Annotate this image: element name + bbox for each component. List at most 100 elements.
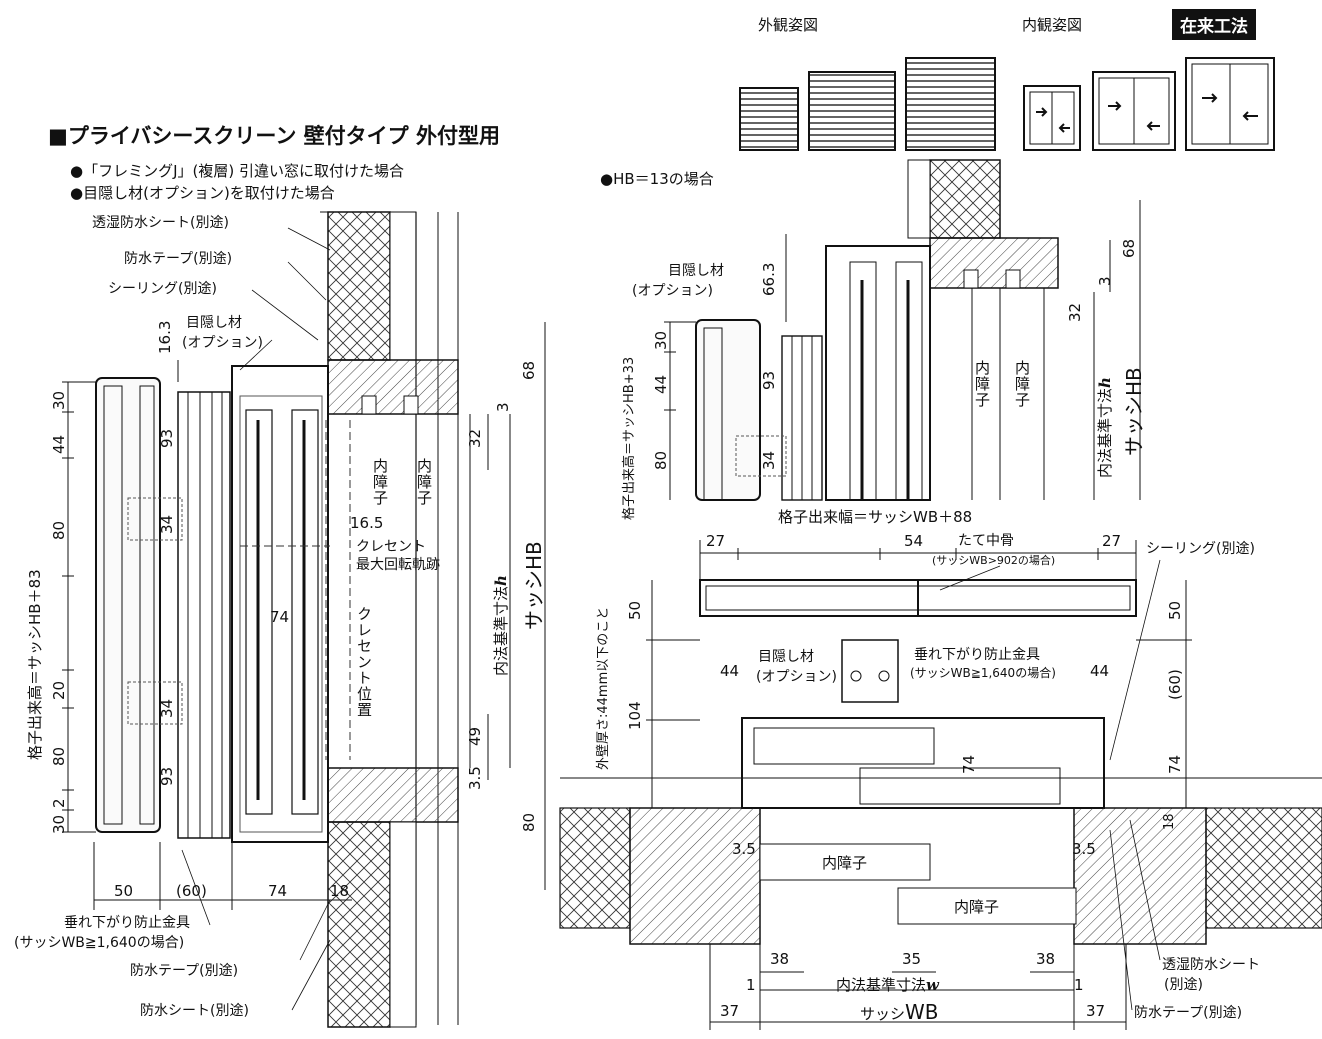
rb-label-width-formula: 格子出来幅＝サッシWB＋88 [778, 508, 973, 526]
dim-60: (60) [176, 882, 207, 900]
rb-dim-27-b: 27 [1102, 532, 1122, 550]
rt-label-screen-option-1: 目隠し材 [668, 263, 724, 279]
dim-34-a: 34 [158, 514, 176, 534]
rt-dim-44: 44 [652, 374, 670, 394]
rb-label-inner-sash-2: 内障子 [954, 898, 1000, 916]
rb-label-sag-fitting: 垂れ下がり防止金具 [914, 647, 1040, 663]
rb-label-mullion: たて中骨 [958, 533, 1014, 549]
dim-32: 32 [466, 428, 484, 448]
dim-50: 50 [114, 882, 134, 900]
dim-34-b: 34 [158, 698, 176, 718]
rb-label-tape: 防水テープ(別途) [1134, 1005, 1243, 1021]
rb-label-mullion-condition: (サッシWB>902の場合) [932, 554, 1056, 567]
right-top-vertical-section [664, 159, 1141, 501]
interior-view-label: 内観姿図 [1022, 16, 1083, 34]
dim-80-c: 80 [520, 812, 538, 832]
rb-label-moisture-sheet-1: 透湿防水シート [1162, 957, 1260, 973]
rb-label-sag-condition: (サッシWB≧1,640の場合) [910, 666, 1056, 680]
rb-label-screen-option-1: 目隠し材 [758, 649, 814, 665]
rt-dim-3: 3 [1096, 276, 1114, 286]
dim-44: 44 [50, 434, 68, 454]
label-sealing: シーリング(別途) [108, 281, 217, 297]
rb-dim-37-b: 37 [1086, 1002, 1106, 1020]
rb-label-sash-wb: サッシWB [860, 1000, 939, 1024]
rb-dim-74-b: 74 [1166, 754, 1184, 774]
label-crescent-2: 最大回転軌跡 [356, 557, 440, 573]
page-title: ■プライバシースクリーン 壁付タイプ 外付型用 [48, 124, 500, 148]
rb-dim-37-a: 37 [720, 1002, 740, 1020]
rt-dim-66-3: 66.3 [760, 262, 778, 296]
rb-label-moisture-sheet-2: (別途) [1164, 977, 1203, 993]
dim-74: 74 [270, 608, 290, 626]
rt-dim-93: 93 [760, 370, 778, 390]
label-inner-sash-1: 内障子 [371, 458, 389, 506]
rb-dim-74-a: 74 [960, 754, 978, 774]
label-sash-hb: サッシHB [522, 541, 546, 630]
rb-label-sealing: シーリング(別途) [1146, 541, 1255, 557]
rb-dim-104: 104 [626, 701, 644, 730]
dim-30-bottom: 30 [50, 814, 68, 834]
rb-dim-50-b: 50 [1166, 600, 1184, 620]
rb-dim-1-b: 1 [1074, 976, 1084, 994]
dim-16-3: 16.3 [156, 320, 174, 354]
rb-dim-38-b: 38 [1036, 950, 1056, 968]
dim-49: 49 [466, 726, 484, 746]
dim-68: 68 [520, 360, 538, 380]
note-left-1: ●「フレミングJ」(複層) 引違い窓に取付けた場合 [70, 162, 404, 180]
label-moisture-sheet: 透湿防水シート(別途) [92, 215, 229, 231]
rb-dim-60: (60) [1166, 669, 1184, 700]
dim-93-b: 93 [158, 766, 176, 786]
rt-label-inner-std: 内法基準寸法h [1096, 377, 1114, 478]
label-sag-fitting: 垂れ下がり防止金具 [64, 915, 190, 931]
rb-dim-44-a: 44 [720, 662, 740, 680]
rt-label-sash-hb: サッシHB [1122, 367, 1146, 456]
rb-dim-3-5-b: 3.5 [1072, 840, 1096, 858]
rb-dim-50-a: 50 [626, 600, 644, 620]
label-tape-top: 防水テープ(別途) [124, 251, 233, 267]
label-height-formula: 格子出来高＝サッシHB＋83 [26, 569, 44, 760]
rb-label-screen-option-2: (オプション) [756, 669, 837, 685]
dim-3-5: 3.5 [466, 766, 484, 790]
method-badge: 在来工法 [1172, 9, 1256, 40]
dim-2: 2 [50, 798, 68, 808]
rb-dim-1-a: 1 [746, 976, 756, 994]
rt-label-inner-sash-1: 内障子 [973, 360, 991, 408]
dim-93-a: 93 [158, 428, 176, 448]
rt-dim-32: 32 [1066, 302, 1084, 322]
rt-dim-30: 30 [652, 330, 670, 350]
exterior-view-label: 外観姿図 [758, 16, 819, 34]
note-left-2: ●目隠し材(オプション)を取付けた場合 [70, 184, 335, 202]
exterior-view-thumbnails [739, 57, 996, 151]
rt-label-screen-option-2: (オプション) [632, 283, 713, 299]
rb-dim-27-a: 27 [706, 532, 726, 550]
rb-label-inner-sash-1: 内障子 [822, 854, 868, 872]
rt-dim-34: 34 [760, 450, 778, 470]
label-screen-option-2: (オプション) [182, 335, 263, 351]
dim-3: 3 [494, 402, 512, 412]
dim-18: 18 [330, 882, 350, 900]
rt-dim-80: 80 [652, 450, 670, 470]
rb-dim-38-a: 38 [770, 950, 790, 968]
interior-view-thumbnails [1023, 57, 1275, 151]
rt-label-inner-sash-2: 内障子 [1013, 360, 1031, 408]
rb-dim-44-b: 44 [1090, 662, 1110, 680]
rb-dim-18: 18 [1162, 813, 1177, 830]
label-sheet-bottom: 防水シート(別途) [140, 1003, 249, 1019]
dim-80-b: 80 [50, 746, 68, 766]
dim-16-5: 16.5 [350, 514, 384, 532]
note-right-1: ●HB＝13の場合 [600, 170, 714, 188]
label-inner-std: 内法基準寸法h [492, 575, 510, 676]
label-crescent-position: クレセント位置 [355, 606, 373, 718]
rb-label-wall-note: 外壁厚さ:44mm以下のこと [596, 606, 611, 770]
label-tape-bottom: 防水テープ(別途) [130, 963, 239, 979]
rb-dim-3-5-a: 3.5 [732, 840, 756, 858]
left-vertical-section [62, 211, 546, 1028]
right-bottom-plan-section [559, 540, 1322, 1030]
rb-label-inner-std-w: 内法基準寸法w [836, 976, 939, 994]
rb-dim-54: 54 [904, 532, 924, 550]
dim-20: 20 [50, 680, 68, 700]
dim-74-b: 74 [268, 882, 288, 900]
dim-30-top: 30 [50, 390, 68, 410]
label-inner-sash-2: 内障子 [415, 458, 433, 506]
